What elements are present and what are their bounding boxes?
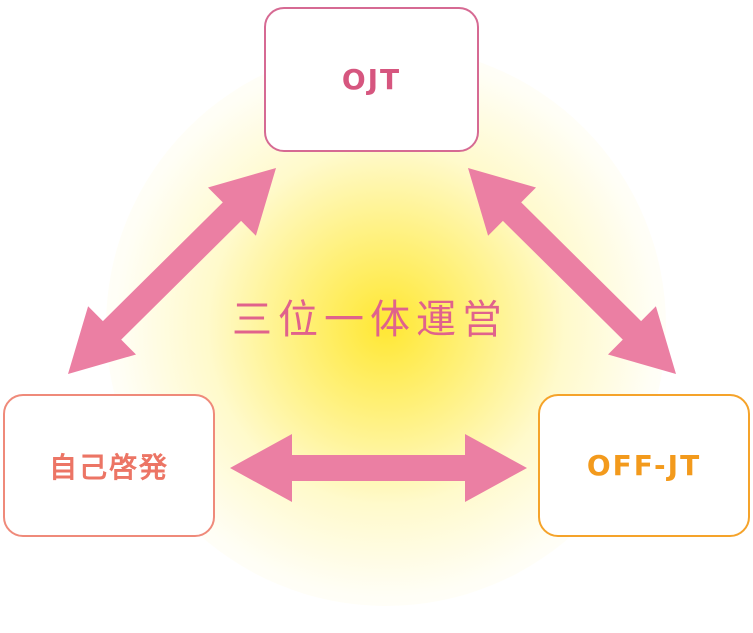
ojt-label: OJT	[341, 63, 402, 96]
center-title: 三位一体運営	[232, 297, 508, 343]
arrow-ojt-self-development	[68, 168, 276, 374]
ojt-box: OJT	[264, 7, 479, 152]
off-jt-box: OFF-JT	[538, 394, 750, 537]
arrow-ojt-off-jt	[468, 168, 676, 374]
arrow-self-development-off-jt	[230, 434, 527, 502]
off-jt-label: OFF-JT	[586, 449, 702, 482]
self-development-label: 自己啓発	[48, 450, 169, 484]
self-development-box: 自己啓発	[3, 394, 215, 537]
